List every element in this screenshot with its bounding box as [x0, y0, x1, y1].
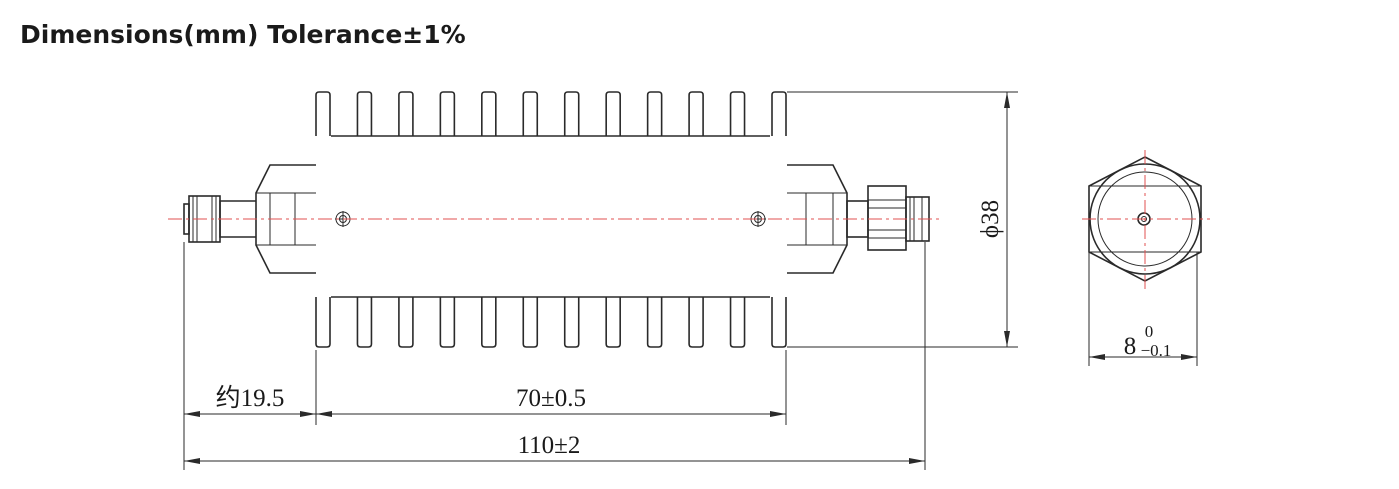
- fin-lower: [729, 297, 746, 348]
- page-title: Dimensions(mm) Tolerance±1%: [20, 20, 466, 49]
- fin-upper: [356, 91, 373, 136]
- side-view: [168, 91, 940, 348]
- right-sma-connector: [846, 185, 930, 251]
- hex-lower-tolerance: −0.1: [1141, 341, 1172, 360]
- fin-lower: [522, 297, 539, 348]
- fin-lower: [563, 297, 580, 348]
- fin-upper: [646, 91, 663, 136]
- fin-upper: [688, 91, 704, 136]
- fin-upper: [771, 91, 787, 136]
- fin-lower: [771, 297, 787, 348]
- fin-upper: [315, 91, 331, 136]
- fin-lower: [688, 297, 704, 348]
- fin-upper: [729, 91, 746, 136]
- fin-lower: [356, 297, 373, 348]
- fin-lower: [605, 297, 621, 348]
- fin-upper: [605, 91, 621, 136]
- fin-upper: [398, 91, 414, 136]
- body-length-label: 70±0.5: [516, 385, 586, 412]
- heatsink-fins: [315, 91, 787, 348]
- diameter-label: ϕ38: [977, 200, 1004, 238]
- fin-upper: [563, 91, 580, 136]
- hex-size-label: 8: [1124, 333, 1137, 360]
- fin-lower: [646, 297, 663, 348]
- end-view: [1082, 150, 1210, 366]
- approx-length-label: 约19.5: [216, 384, 285, 412]
- dimension-lines: [183, 91, 1018, 470]
- fin-lower: [398, 297, 414, 348]
- fin-upper: [522, 91, 539, 136]
- fin-upper: [481, 91, 497, 136]
- fin-lower: [481, 297, 497, 348]
- overall-length-label: 110±2: [518, 432, 581, 459]
- fin-upper: [439, 91, 456, 136]
- fin-lower: [439, 297, 456, 348]
- heatsink-core: [331, 135, 770, 298]
- fin-lower: [315, 297, 331, 348]
- hex-upper-tolerance: 0: [1145, 322, 1154, 341]
